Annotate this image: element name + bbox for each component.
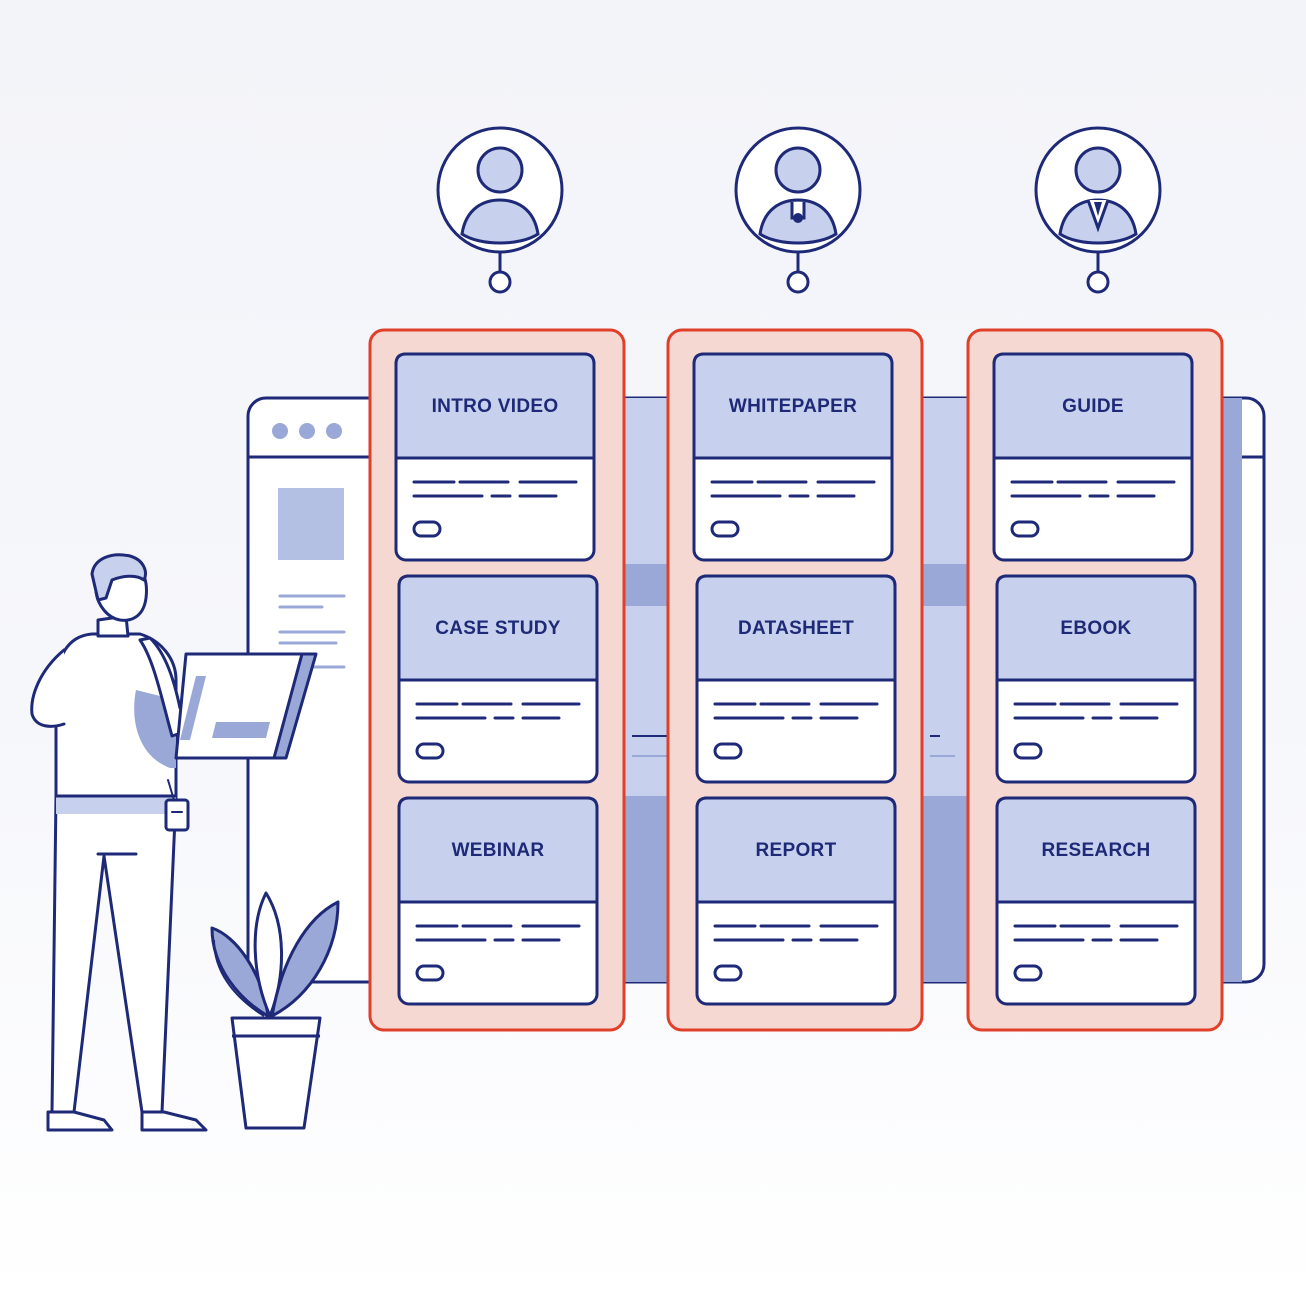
card-title: GUIDE [1062,396,1124,417]
image-placeholder [278,488,344,560]
content-card[interactable]: WHITEPAPER [692,352,894,562]
content-card[interactable]: RESEARCH [995,796,1197,1006]
card-cta-button[interactable] [710,520,740,538]
window-dot-icon [299,423,315,439]
card-title: CASE STUDY [435,618,560,639]
card-title: WHITEPAPER [729,396,857,417]
content-card[interactable]: REPORT [695,796,897,1006]
card-cta-button[interactable] [412,520,442,538]
plant-icon [210,891,340,1130]
personas [436,126,1162,294]
card-title: DATASHEET [738,618,854,639]
persona-2-icon [734,126,862,294]
content-column: GUIDE EBOOK RESEARCH [966,328,1224,1032]
content-card[interactable]: EBOOK [995,574,1197,784]
card-cta-button[interactable] [415,964,445,982]
card-cta-button[interactable] [713,742,743,760]
card-cta-button[interactable] [415,742,445,760]
content-column: WHITEPAPER DATASHEET REPORT [666,328,924,1032]
card-cta-button[interactable] [1013,742,1043,760]
content-card[interactable]: WEBINAR [397,796,599,1006]
content-card[interactable]: GUIDE [992,352,1194,562]
window-dot-icon [272,423,288,439]
content-columns: INTRO VIDEO CASE STUDY WEBINAR WHITEPAPER DA… [368,328,1224,1032]
card-title: WEBINAR [452,840,545,861]
content-card[interactable]: CASE STUDY [397,574,599,784]
card-title: REPORT [756,840,837,861]
persona-1-icon [436,126,564,294]
card-cta-button[interactable] [1013,964,1043,982]
card-title: RESEARCH [1041,840,1150,861]
person-figure [30,553,318,1132]
content-column: INTRO VIDEO CASE STUDY WEBINAR [368,328,626,1032]
content-card[interactable]: DATASHEET [695,574,897,784]
persona-3-icon [1034,126,1162,294]
card-title: INTRO VIDEO [432,396,559,417]
card-cta-button[interactable] [1010,520,1040,538]
card-title: EBOOK [1060,618,1131,639]
card-cta-button[interactable] [713,964,743,982]
window-dot-icon [326,423,342,439]
content-card[interactable]: INTRO VIDEO [394,352,596,562]
